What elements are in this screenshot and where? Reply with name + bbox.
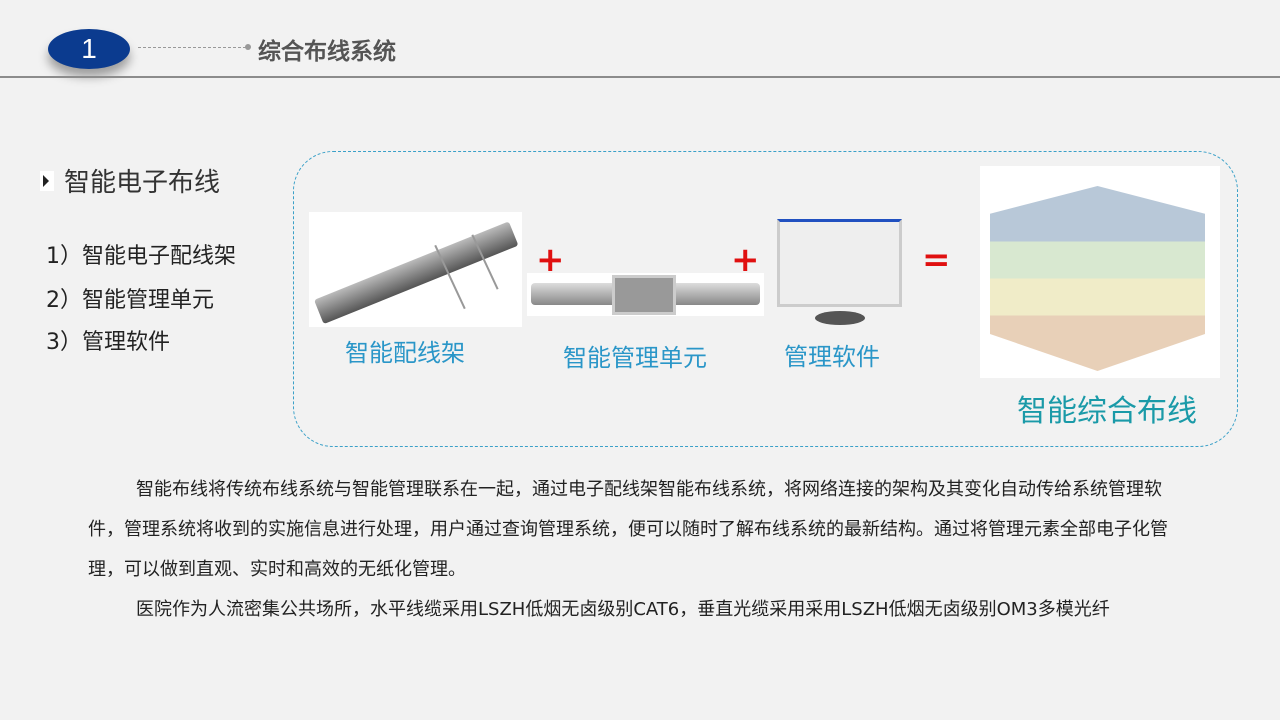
caption-intelligent-cabling: 智能综合布线	[1017, 394, 1197, 429]
connector-line	[138, 47, 246, 48]
diagram-frame	[293, 151, 1238, 447]
list-item: 2）智能管理单元	[46, 288, 214, 313]
section-number-badge: 1	[48, 29, 130, 69]
caption-management-unit: 智能管理单元	[563, 344, 707, 372]
connector-dot	[245, 44, 251, 50]
section-heading: 智能电子布线	[40, 162, 220, 199]
equals-sign: =	[922, 240, 951, 280]
body-text: 智能布线将传统布线系统与智能管理联系在一起，通过电子配线架智能布线系统，将网络连…	[88, 470, 1188, 630]
list-item: 1）智能电子配线架	[46, 244, 236, 269]
management-unit-image	[527, 273, 764, 316]
header-divider	[0, 76, 1280, 78]
bullet-arrow-icon	[40, 170, 54, 191]
patch-panel-image	[309, 212, 522, 327]
section-title: 智能电子布线	[64, 168, 221, 198]
plus-sign: +	[536, 240, 565, 280]
caption-software: 管理软件	[784, 343, 880, 371]
software-monitor-image	[777, 219, 902, 331]
building-cutaway-image	[980, 166, 1220, 378]
paragraph: 智能布线将传统布线系统与智能管理联系在一起，通过电子配线架智能布线系统，将网络连…	[88, 479, 1168, 580]
paragraph: 医院作为人流密集公共场所，水平线缆采用LSZH低烟无卤级别CAT6，垂直光缆采用…	[136, 599, 1110, 620]
page-title: 综合布线系统	[258, 39, 396, 65]
plus-sign: +	[731, 240, 760, 280]
list-item: 3）管理软件	[46, 330, 170, 355]
caption-patch-panel: 智能配线架	[345, 339, 465, 367]
